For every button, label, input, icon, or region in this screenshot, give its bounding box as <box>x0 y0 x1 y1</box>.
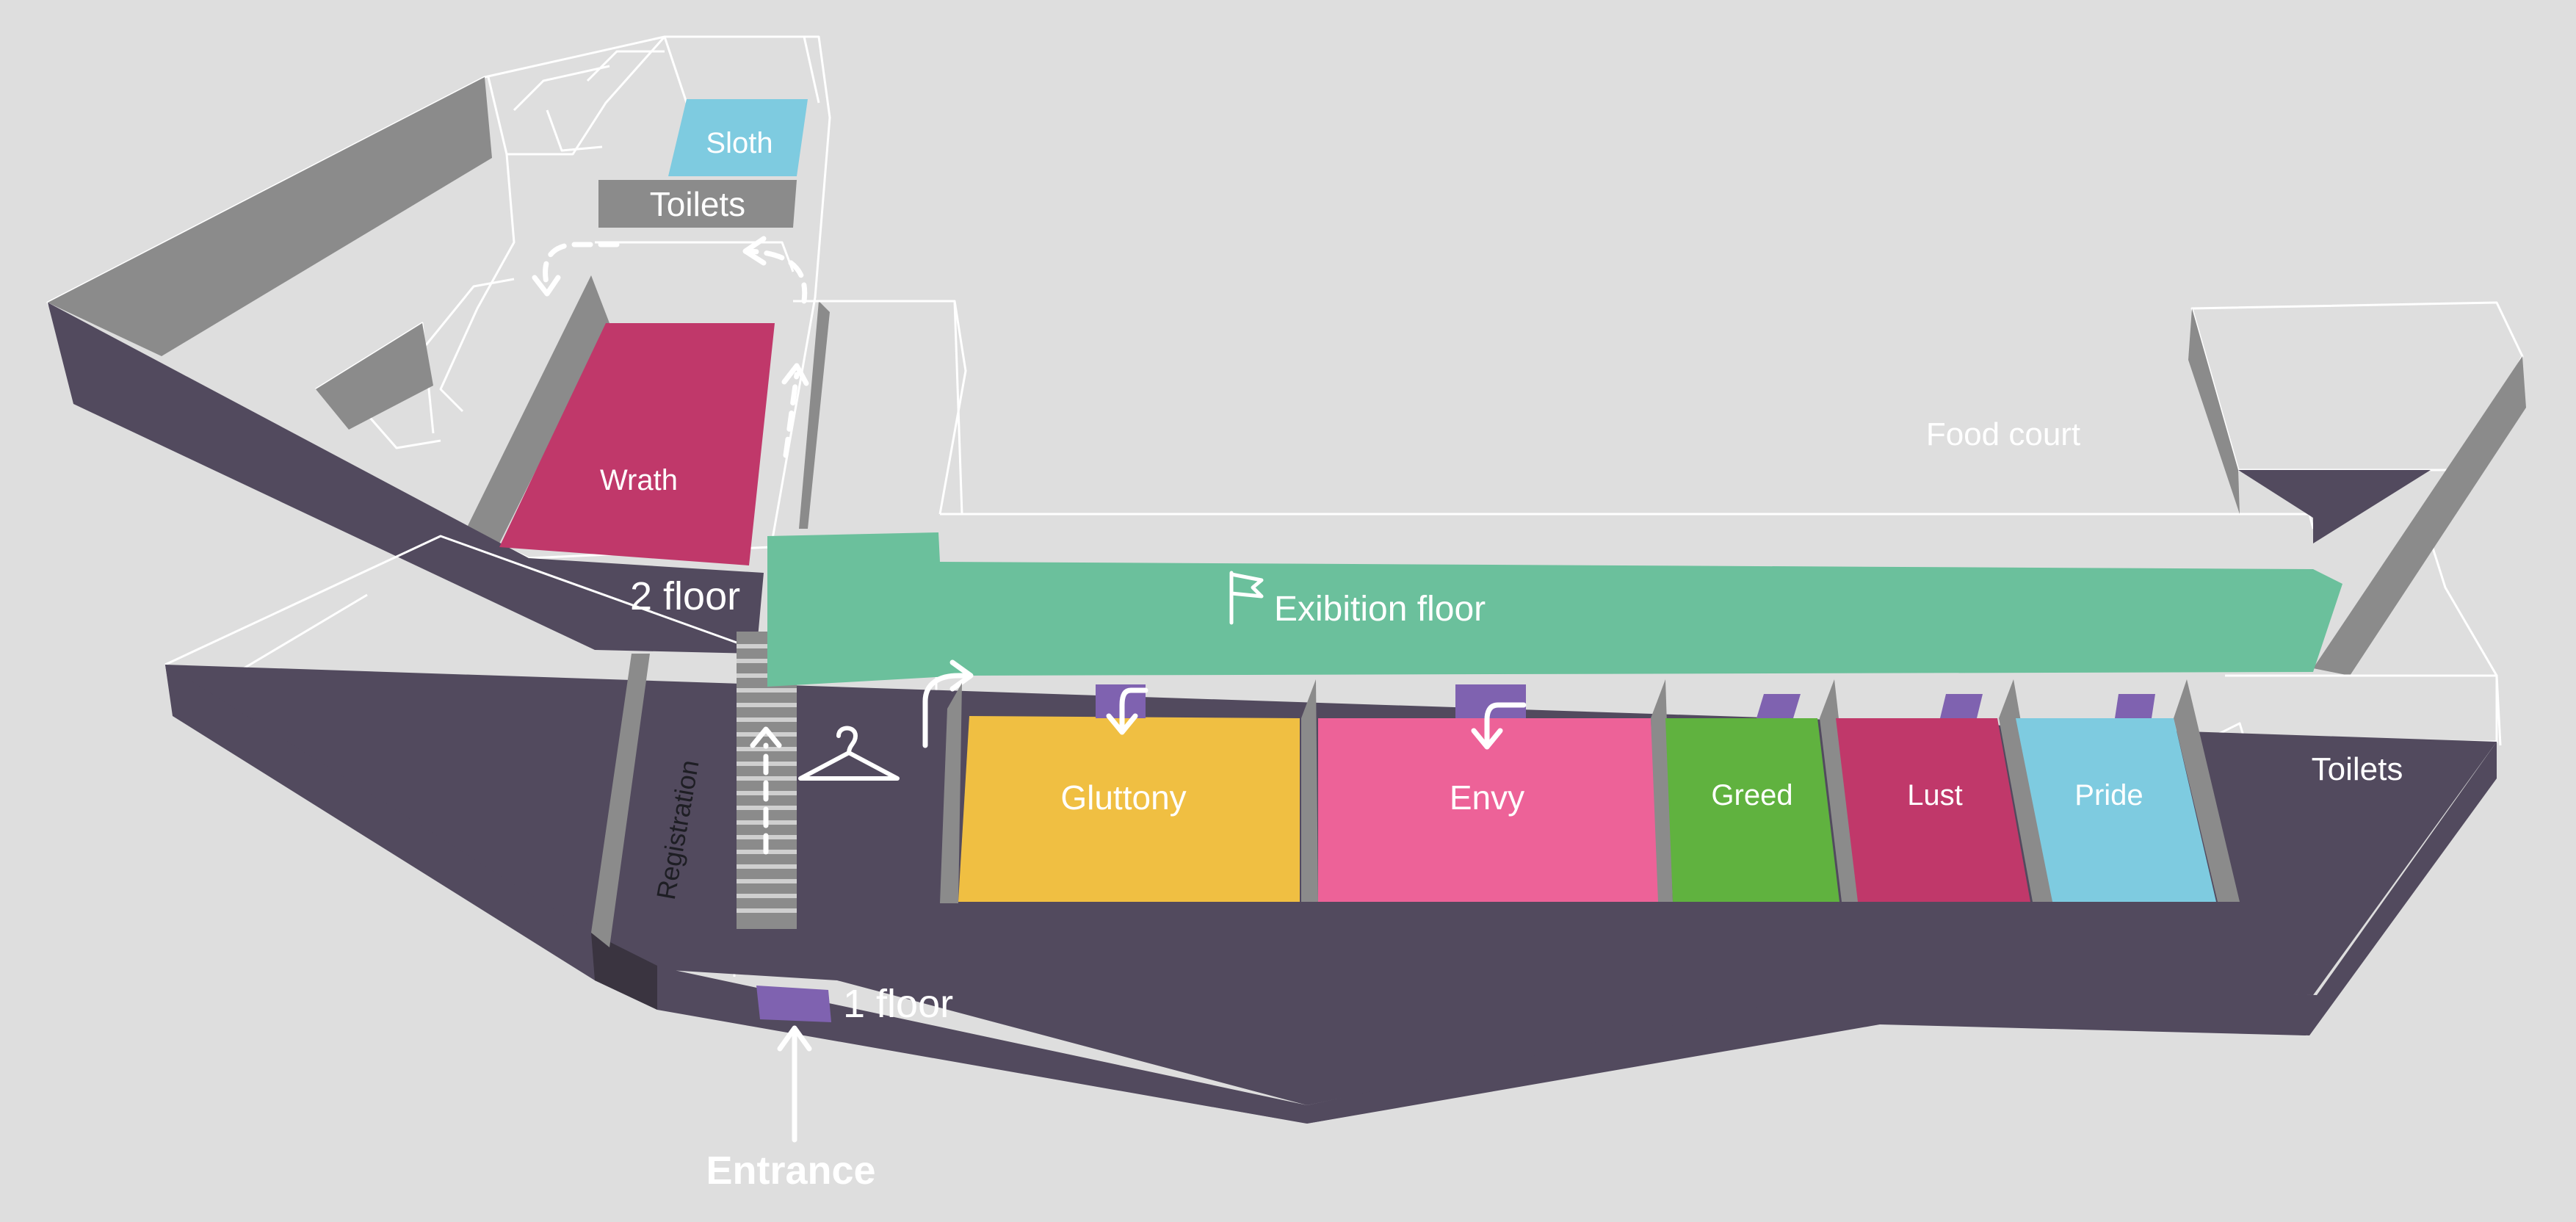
food-court-outline <box>940 513 2315 529</box>
room-envy-label: Envy <box>1450 778 1524 817</box>
door-marker-envy <box>1455 684 1526 718</box>
registration-wall <box>591 654 650 947</box>
gluttony-entry-arrow <box>1119 687 1148 730</box>
flag-icon <box>1229 571 1264 625</box>
toilets-right-label: Toilets <box>2312 751 2403 787</box>
arrow-head-up-icon <box>777 1025 812 1052</box>
room-sloth-label: Sloth <box>706 127 773 159</box>
wall-inner-left <box>316 323 433 430</box>
route-arrow-curve <box>746 248 808 304</box>
wall-gluttony-left <box>940 683 962 903</box>
first-floor-base-front <box>654 742 2497 1124</box>
exhibition-floor-label: Exibition floor <box>1274 590 1486 629</box>
second-floor-partition <box>513 65 610 112</box>
room-greed-label: Greed <box>1711 779 1792 811</box>
second-floor-route-heads <box>532 236 809 386</box>
second-floor-partition <box>595 241 795 272</box>
arrow-head-up-icon <box>750 726 782 748</box>
room-wrath <box>499 323 775 565</box>
room-gluttony <box>958 716 1300 902</box>
second-floor-partition <box>586 50 665 82</box>
first-floor-label: 1 floor <box>843 982 953 1026</box>
door-marker-lust <box>1940 694 1983 718</box>
right-building-edge <box>2240 674 2498 742</box>
exhibition-turn-arrow <box>922 673 969 748</box>
second-floor-partition <box>439 153 515 413</box>
second-floor-label: 2 floor <box>630 574 740 618</box>
food-court-base <box>2238 470 2431 543</box>
first-floor-room-walls <box>940 679 2240 903</box>
arrow-head-down-icon <box>1471 728 1503 750</box>
room-lust-label: Lust <box>1907 779 1963 811</box>
second-floor-partition <box>546 109 603 152</box>
route-arrow-up <box>783 372 800 458</box>
first-floor-base-corner <box>591 933 657 1010</box>
envy-entry-arrow <box>1484 702 1527 745</box>
corridor-outline <box>808 300 967 515</box>
arrow-head-up-icon <box>781 363 809 386</box>
room-gluttony-label: Gluttony <box>1060 778 1186 817</box>
second-floor-route <box>543 242 808 458</box>
first-floor-outline <box>164 535 768 666</box>
entrance-label: Entrance <box>706 1149 875 1193</box>
wall-gluttony-envy <box>1301 679 1318 902</box>
arrow-head-down-icon <box>532 275 561 297</box>
first-floor-base-left <box>165 665 657 1010</box>
first-floor-outline <box>2225 674 2502 746</box>
room-greed <box>1665 718 1839 902</box>
second-floor-walls <box>48 77 830 543</box>
wall-lust-pride <box>1999 679 2052 902</box>
arrow-head-down-icon <box>1106 713 1138 735</box>
second-floor-partition <box>424 278 515 346</box>
room-lust <box>1836 718 2030 902</box>
room-envy <box>1318 718 1658 902</box>
room-pride-label: Pride <box>2074 779 2143 811</box>
wall-wrath-left <box>466 275 609 543</box>
toilets-upper-label: Toilets <box>650 185 745 223</box>
room-sloth <box>668 99 808 176</box>
door-marker-greed <box>1756 694 1801 718</box>
arrow-head-right-icon <box>949 659 974 692</box>
room-entry-arrows <box>1106 687 1527 750</box>
wall-corridor <box>799 301 830 529</box>
door-marker-pride <box>2115 694 2155 718</box>
wall-back-left <box>48 77 492 356</box>
food-court-wall-right <box>2313 356 2526 676</box>
door-marker-entrance <box>756 986 831 1022</box>
arrow-head-left-icon <box>742 236 767 266</box>
coat-hanger-icon <box>798 726 900 781</box>
wall-greed-lust <box>1820 679 1859 902</box>
second-floor-partition <box>803 36 820 104</box>
exhibition-floor <box>767 532 2342 687</box>
room-pride <box>2016 718 2216 902</box>
wall-pride-right <box>2174 679 2240 902</box>
second-floor-base-wall <box>48 303 764 654</box>
room-wrath-label: Wrath <box>600 464 678 496</box>
second-floor-partition <box>663 36 804 104</box>
food-court-label: Food court <box>1926 416 2080 452</box>
second-floor-partition <box>487 36 666 156</box>
route-arrow-left <box>543 242 620 289</box>
toilets-upper <box>598 180 797 228</box>
food-court-wall-left <box>2188 308 2240 514</box>
